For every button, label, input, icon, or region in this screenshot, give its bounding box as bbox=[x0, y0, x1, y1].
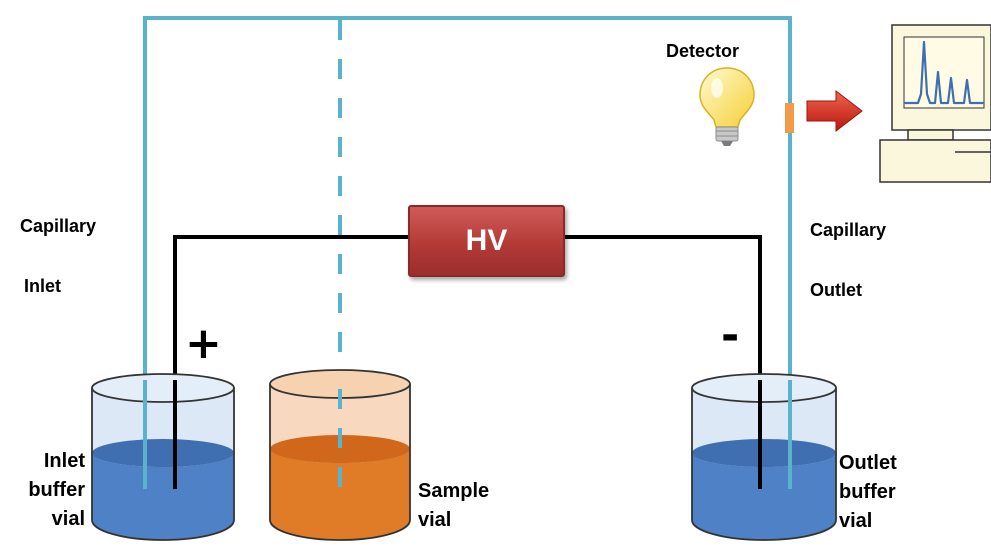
capillary-tube bbox=[143, 16, 792, 489]
negative-electrode-sign: - bbox=[721, 310, 740, 361]
outlet-buffer-vial-label: Outlet buffer vial bbox=[839, 452, 897, 532]
inlet-label: Inlet bbox=[24, 276, 62, 296]
high-voltage-supply: HV bbox=[408, 205, 565, 277]
right-arrow-icon bbox=[806, 89, 863, 133]
detector-window bbox=[785, 103, 794, 133]
capillary-outlet-label: Capillary bbox=[810, 220, 887, 240]
detector-label: Detector bbox=[666, 41, 740, 61]
lightbulb-icon bbox=[699, 67, 755, 146]
inlet-buffer-vial-label: Inlet buffer vial bbox=[28, 450, 85, 530]
capillary-inlet-label: Capillary bbox=[20, 216, 97, 236]
sample-vial bbox=[269, 369, 411, 541]
inlet-buffer-vial bbox=[91, 373, 235, 541]
outlet-buffer-vial bbox=[691, 373, 837, 541]
outlet-label: Outlet bbox=[810, 280, 862, 300]
sample-vial-label: Sample vial bbox=[418, 480, 490, 531]
positive-electrode-sign: + bbox=[185, 318, 222, 369]
computer-monitor-icon bbox=[879, 24, 991, 183]
